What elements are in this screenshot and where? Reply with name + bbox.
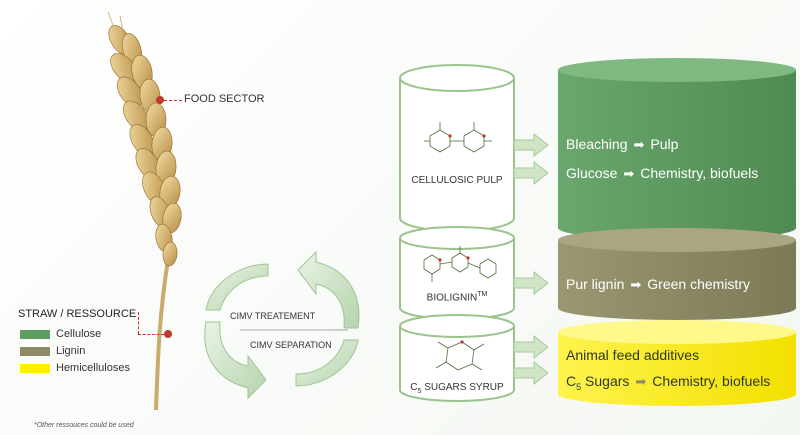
- sugars-c: C: [410, 382, 418, 393]
- biolignin-tm: TM: [477, 291, 488, 298]
- wheat-illustration: [107, 11, 182, 410]
- output-bleaching: Bleaching ➡ Pulp: [566, 136, 678, 153]
- output-bleaching-from: Bleaching: [566, 136, 628, 152]
- output-c5-sugars: C5 Sugars ➡ Chemistry, biofuels: [566, 373, 770, 392]
- product-cylinders: [399, 64, 515, 402]
- legend-label-cellulose: Cellulose: [56, 328, 102, 340]
- output-cylinders: [558, 58, 796, 406]
- food-sector-connector: [164, 100, 182, 101]
- legend-swatch-hemicelluloses: [20, 364, 50, 373]
- legend-swatch-lignin: [20, 347, 50, 356]
- food-sector-label: FOOD SECTOR: [184, 93, 265, 105]
- legend-label-hemicelluloses: Hemicelluloses: [56, 362, 130, 374]
- straw-resource-title: STRAW / RESSOURCE: [18, 308, 137, 320]
- arrow-right-icon: ➡: [635, 374, 647, 389]
- connector-arrow-1-icon: [513, 132, 549, 158]
- cycle-arrow-top-icon: [297, 250, 360, 329]
- process-cycle-arrows: [204, 250, 360, 400]
- output-glucose-from: Glucose: [566, 165, 618, 181]
- output-c5-c: C: [566, 373, 577, 389]
- footnote: *Other ressouces could be used: [34, 422, 134, 429]
- cycle-arrow-bottom-icon: [204, 321, 267, 400]
- output-c5-subscript: 5: [576, 381, 582, 392]
- biolignin-text: BIOLIGNIN: [426, 292, 478, 304]
- connector-arrow-4-icon: [513, 334, 549, 360]
- sugars-rest: SUGARS SYRUP: [421, 382, 504, 393]
- legend-swatch-cellulose: [20, 330, 50, 339]
- output-animal-feed: Animal feed additives: [566, 347, 700, 363]
- process-treatment-label: CIMV TREATEMENT: [230, 311, 316, 321]
- output-pur-lignin-to: Green chemistry: [647, 276, 750, 292]
- cellulosic-pulp-label: CELLULOSIC PULP: [411, 175, 503, 186]
- straw-connector-vertical: [138, 312, 139, 334]
- connector-arrows: [513, 132, 549, 386]
- connector-arrow-5-icon: [513, 360, 549, 386]
- sugars-subscript: 5: [417, 388, 422, 395]
- output-glucose: Glucose ➡ Chemistry, biofuels: [566, 165, 758, 182]
- legend-label-lignin: Lignin: [56, 345, 86, 357]
- output-c5-from: Sugars: [581, 373, 630, 389]
- output-pur-lignin-from: Pur lignin: [566, 276, 625, 292]
- connector-arrow-2-icon: [513, 160, 549, 186]
- output-glucose-to: Chemistry, biofuels: [640, 165, 759, 181]
- output-bleaching-to: Pulp: [650, 136, 679, 152]
- arrow-right-icon: ➡: [633, 137, 645, 152]
- straw-connector: [138, 334, 164, 335]
- connector-arrow-3-icon: [513, 270, 549, 296]
- sugars-syrup-label: C5 SUGARS SYRUP: [399, 382, 515, 395]
- process-separation-label: CIMV SEPARATION: [250, 340, 332, 350]
- arrow-right-icon: ➡: [630, 277, 642, 292]
- output-c5-to: Chemistry, biofuels: [652, 373, 771, 389]
- straw-marker: [164, 330, 172, 338]
- arrow-right-icon: ➡: [623, 166, 635, 181]
- output-pur-lignin: Pur lignin ➡ Green chemistry: [566, 276, 750, 293]
- food-sector-marker: [156, 96, 164, 104]
- biolignin-label: BIOLIGNINTM: [399, 291, 515, 303]
